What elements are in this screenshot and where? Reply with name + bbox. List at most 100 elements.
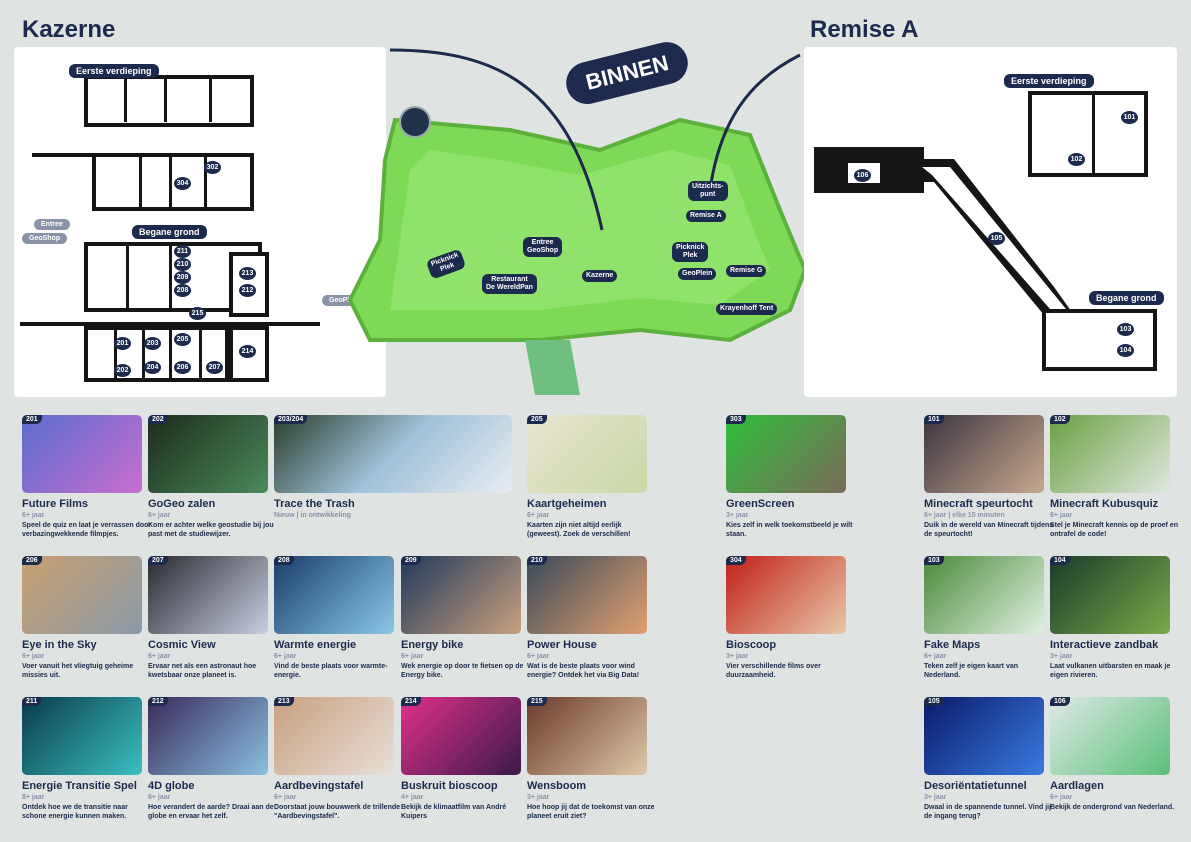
- exhibit-title: Minecraft Kubusquiz: [1050, 498, 1159, 510]
- map-label-remise-g[interactable]: Remise G: [726, 265, 767, 277]
- floor-block: [92, 153, 254, 211]
- exhibit-description: Speel de quiz en laat je verrassen door …: [22, 522, 152, 538]
- map-label-picknick-2[interactable]: Picknick Plek: [672, 242, 709, 262]
- exhibit-number: 205: [527, 415, 547, 424]
- exhibit-title: GreenScreen: [726, 498, 795, 510]
- exhibit-card[interactable]: 104 Interactieve zandbak 3+ jaar Laat vu…: [1050, 556, 1170, 680]
- room-number: 206: [174, 361, 191, 374]
- exhibit-number: 207: [148, 556, 168, 565]
- exhibit-card[interactable]: 211 Energie Transitie Spel 8+ jaar Ontde…: [22, 697, 142, 821]
- exhibit-number: 208: [274, 556, 294, 565]
- exhibit-title: GoGeo zalen: [148, 498, 216, 510]
- exhibit-age: 3+ jaar: [1050, 653, 1073, 660]
- exhibit-photo: 209: [401, 556, 521, 634]
- exhibit-photo: 103: [924, 556, 1044, 634]
- exhibit-photo: 304: [726, 556, 846, 634]
- exhibit-photo: 101: [924, 415, 1044, 493]
- exhibit-card[interactable]: 212 4D globe 6+ jaar Hoe verandert de aa…: [148, 697, 274, 821]
- exhibit-title: Kaartgeheimen: [527, 498, 607, 510]
- exhibit-age: 8+ jaar: [22, 794, 45, 801]
- map-label-uitzicht[interactable]: Uitzichts- punt: [688, 181, 728, 201]
- exhibit-description: Voer vanuit het vliegtuig geheime missie…: [22, 663, 134, 679]
- exhibit-description: Vind de beste plaats voor warmte-energie…: [274, 663, 388, 679]
- room-number: 104: [1117, 344, 1134, 357]
- exhibit-description: Doorstaat jouw bouwwerk de trillende "Aa…: [274, 804, 401, 820]
- exhibit-card[interactable]: 207 Cosmic View 6+ jaar Ervaar net als e…: [148, 556, 268, 680]
- exhibit-description: Vier verschillende films over duurzaamhe…: [726, 663, 821, 679]
- wall: [199, 328, 202, 378]
- exhibit-card[interactable]: 304 Bioscoop 3+ jaar Vier verschillende …: [726, 556, 846, 680]
- exhibit-number: 212: [148, 697, 168, 706]
- kazerne-floorplan: Eerste verdieping 302 304 Begane grond 2…: [14, 47, 386, 397]
- exhibit-card[interactable]: 303 GreenScreen 3+ jaar Kies zelf in wel…: [726, 415, 852, 539]
- exhibit-age: 6+ jaar: [1050, 794, 1073, 801]
- exhibit-photo: 203/204: [274, 415, 512, 493]
- floor-label-first: Eerste verdieping: [1004, 74, 1094, 88]
- map-label-krayenhoff[interactable]: Krayenhoff Tent: [716, 303, 778, 315]
- room-number: 105: [988, 232, 1005, 245]
- room-number: 204: [144, 361, 161, 374]
- exhibit-description: Ervaar net als een astronaut hoe kwetsba…: [148, 663, 257, 679]
- wall: [1092, 93, 1095, 173]
- exhibit-card[interactable]: 202 GoGeo zalen 6+ jaar Kom er achter we…: [148, 415, 274, 539]
- exhibit-title: Buskruit bioscoop: [401, 780, 498, 792]
- exhibit-card[interactable]: 209 Energy bike 6+ jaar Wek energie op d…: [401, 556, 523, 680]
- exhibit-title: Aardlagen: [1050, 780, 1104, 792]
- map-label-entree-geoshop[interactable]: Entree GeoShop: [523, 237, 563, 257]
- geoplein-label: GeoPlein: [322, 295, 367, 306]
- exhibit-photo: 214: [401, 697, 521, 775]
- map-label-geoplein[interactable]: GeoPlein: [678, 268, 717, 280]
- exhibit-card[interactable]: 203/204 Trace the Trash Nieuw | in ontwi…: [274, 415, 512, 519]
- exhibit-photo: 202: [148, 415, 268, 493]
- exhibit-card[interactable]: 102 Minecraft Kubusquiz 6+ jaar Stel je …: [1050, 415, 1178, 539]
- exhibit-card[interactable]: 206 Eye in the Sky 6+ jaar Voer vanuit h…: [22, 556, 142, 680]
- kazerne-heading: Kazerne: [22, 16, 116, 43]
- wall: [124, 77, 127, 122]
- exhibit-card[interactable]: 105 Desoriëntatietunnel 3+ jaar Dwaal in…: [924, 697, 1051, 821]
- exhibit-card[interactable]: 103 Fake Maps 6+ jaar Teken zelf je eige…: [924, 556, 1044, 680]
- exhibit-card[interactable]: 210 Power House 6+ jaar Wat is de beste …: [527, 556, 647, 680]
- exhibit-title: Minecraft speurtocht: [924, 498, 1033, 510]
- exhibit-card[interactable]: 106 Aardlagen 6+ jaar Bekijk de ondergro…: [1050, 697, 1174, 812]
- exhibit-card[interactable]: 201 Future Films 6+ jaar Speel de quiz e…: [22, 415, 151, 539]
- wall: [169, 328, 172, 378]
- exhibit-card[interactable]: 213 Aardbevingstafel 6+ jaar Doorstaat j…: [274, 697, 400, 821]
- exhibit-title: Future Films: [22, 498, 89, 510]
- exhibit-card[interactable]: 205 Kaartgeheimen 6+ jaar Kaarten zijn n…: [527, 415, 647, 539]
- exhibit-age: 6+ jaar: [274, 794, 297, 801]
- exhibit-card[interactable]: 215 Wensboom 3+ jaar Hoe hoop jij dat de…: [527, 697, 655, 821]
- exhibit-description: Teken zelf je eigen kaart van Nederland.: [924, 663, 1019, 679]
- exhibit-number: 215: [527, 697, 547, 706]
- room-number: 302: [204, 161, 221, 174]
- exhibit-card[interactable]: 214 Buskruit bioscoop 4+ jaar Bekijk de …: [401, 697, 521, 821]
- exhibit-card[interactable]: 208 Warmte energie 6+ jaar Vind de beste…: [274, 556, 394, 680]
- exhibit-title: Aardbevingstafel: [274, 780, 364, 792]
- exhibit-title: Bioscoop: [726, 639, 777, 651]
- exhibit-photo: 206: [22, 556, 142, 634]
- wall: [169, 244, 172, 308]
- exhibit-title: Energie Transitie Spel: [22, 780, 137, 792]
- wall: [126, 244, 129, 308]
- exhibit-photo: 201: [22, 415, 142, 493]
- exhibit-description: Wat is de beste plaats voor wind energie…: [527, 663, 640, 679]
- wall: [204, 155, 207, 207]
- exhibit-age: 6+ jaar: [527, 512, 550, 519]
- exhibit-card[interactable]: 101 Minecraft speurtocht 6+ jaar | elke …: [924, 415, 1053, 539]
- map-label-remise-a[interactable]: Remise A: [686, 210, 726, 222]
- map-label-restaurant[interactable]: Restaurant De WereldPan: [482, 274, 537, 294]
- remise-floorplan: Eerste verdieping 101 102 106 105 Begane…: [804, 47, 1177, 397]
- exhibit-number: 203/204: [274, 415, 308, 424]
- entree-label: Entree: [34, 219, 70, 230]
- exhibit-photo: 211: [22, 697, 142, 775]
- room-number: 304: [174, 177, 191, 190]
- exhibit-number: 106: [1050, 697, 1070, 706]
- room-number: 101: [1121, 111, 1138, 124]
- map-label-kazerne[interactable]: Kazerne: [582, 270, 618, 282]
- exhibit-age: 3+ jaar: [527, 794, 550, 801]
- exhibit-description: Dwaal in de spannende tunnel. Vind jij d…: [924, 804, 1052, 820]
- exhibit-photo: 213: [274, 697, 394, 775]
- wall: [142, 328, 145, 378]
- exhibit-photo: 215: [527, 697, 647, 775]
- exhibit-age: 6+ jaar: [527, 653, 550, 660]
- room-number: 202: [114, 364, 131, 377]
